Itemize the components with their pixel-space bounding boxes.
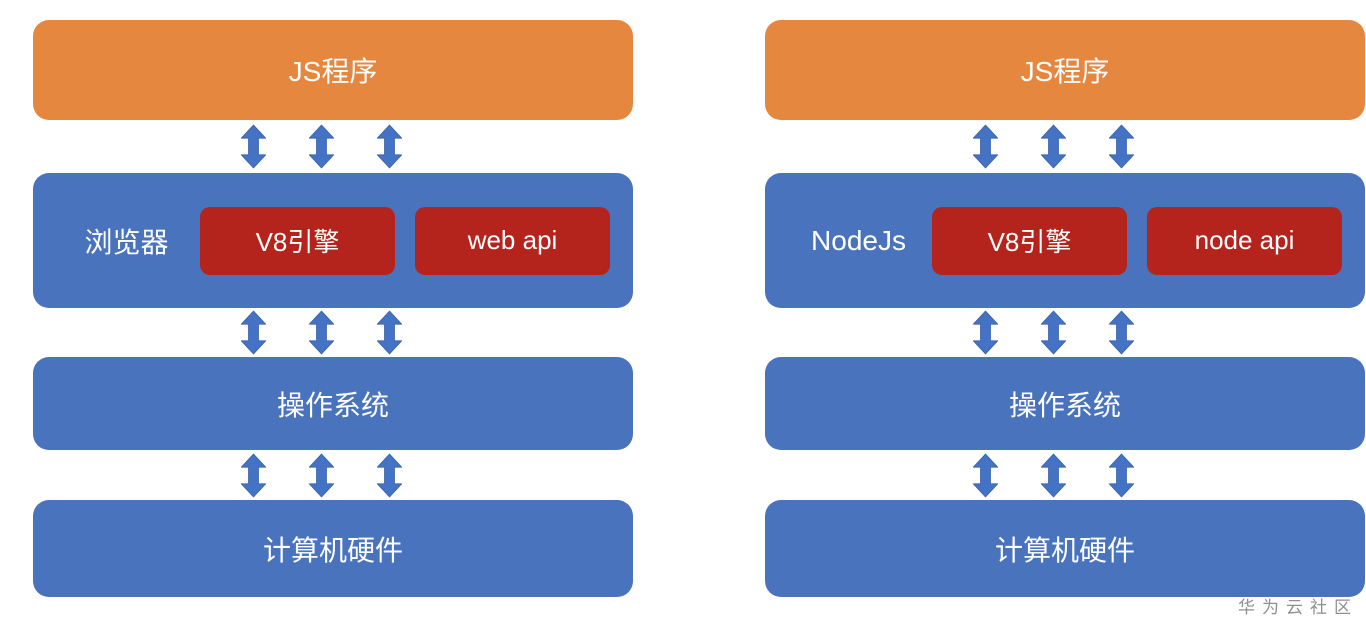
double-arrow-icon: [1040, 124, 1067, 169]
nodejs-arrows-runtime-os: [753, 308, 1353, 357]
nodejs-js-program-label: JS程序: [1020, 56, 1110, 87]
browser-os-label: 操作系统: [276, 389, 389, 421]
nodejs-v8-engine-chip: V8引擎: [932, 206, 1127, 275]
browser-stack: JS程序 浏览器 V8引擎 web api 操作系统 计算机硬件: [33, 20, 633, 597]
double-arrow-icon: [1108, 124, 1135, 169]
browser-web-api-chip: web api: [415, 206, 610, 275]
double-arrow-icon: [972, 453, 999, 498]
nodejs-js-program-box: JS程序: [765, 20, 1365, 120]
double-arrow-icon: [1040, 310, 1067, 355]
nodejs-runtime-label: NodeJs: [811, 224, 906, 256]
browser-runtime-label: 浏览器: [84, 226, 169, 258]
double-arrow-icon: [972, 124, 999, 169]
double-arrow-icon: [376, 310, 403, 355]
double-arrow-icon: [240, 124, 267, 169]
nodejs-runtime-box: NodeJs V8引擎 node api: [765, 173, 1365, 308]
double-arrow-icon: [240, 453, 267, 498]
double-arrow-icon: [1108, 453, 1135, 498]
double-arrow-icon: [1040, 453, 1067, 498]
browser-os-box: 操作系统: [33, 357, 633, 450]
nodejs-stack: JS程序 NodeJs V8引擎 node api 操作系统 计算机硬件: [765, 20, 1365, 597]
browser-arrows-app-runtime: [21, 120, 621, 173]
browser-runtime-box: 浏览器 V8引擎 web api: [33, 173, 633, 308]
browser-hardware-label: 计算机硬件: [262, 534, 403, 566]
nodejs-os-label: 操作系统: [1008, 389, 1121, 421]
browser-hardware-box: 计算机硬件: [33, 500, 633, 597]
huawei-cloud-watermark: 华为云社区: [1238, 598, 1358, 617]
nodejs-node-api-chip: node api: [1147, 206, 1342, 275]
nodejs-hardware-label: 计算机硬件: [994, 534, 1135, 566]
double-arrow-icon: [308, 453, 335, 498]
double-arrow-icon: [376, 124, 403, 169]
nodejs-arrows-os-hardware: [753, 450, 1353, 500]
double-arrow-icon: [1108, 310, 1135, 355]
browser-arrows-os-hardware: [21, 450, 621, 500]
double-arrow-icon: [308, 124, 335, 169]
nodejs-os-box: 操作系统: [765, 357, 1365, 450]
nodejs-arrows-app-runtime: [753, 120, 1353, 173]
double-arrow-icon: [308, 310, 335, 355]
double-arrow-icon: [240, 310, 267, 355]
double-arrow-icon: [376, 453, 403, 498]
browser-js-program-label: JS程序: [288, 56, 378, 87]
double-arrow-icon: [972, 310, 999, 355]
browser-arrows-runtime-os: [21, 308, 621, 357]
nodejs-hardware-box: 计算机硬件: [765, 500, 1365, 597]
browser-js-program-box: JS程序: [33, 20, 633, 120]
browser-v8-engine-chip: V8引擎: [200, 206, 395, 275]
